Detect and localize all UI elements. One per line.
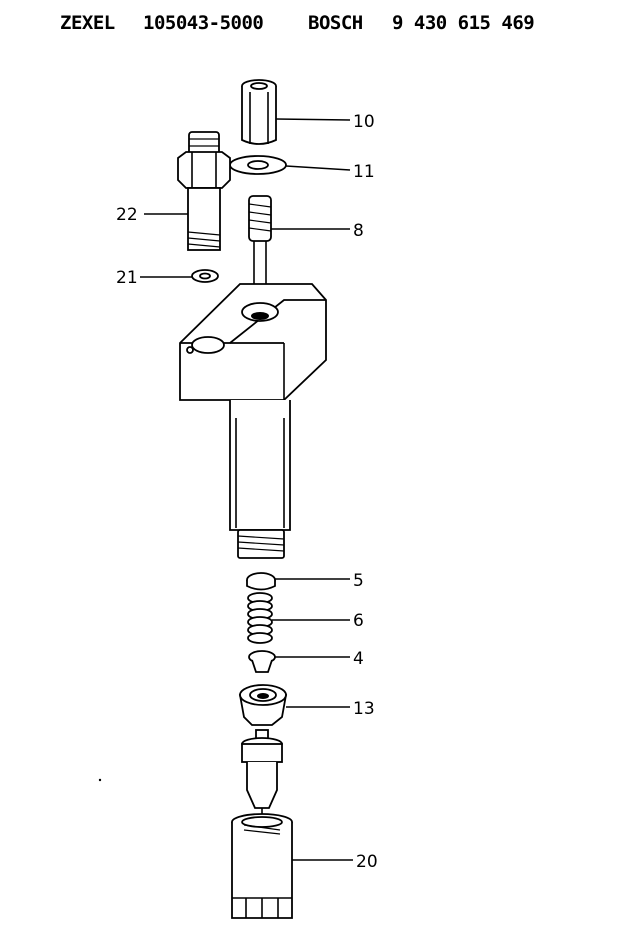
part-20-nozzle-nut xyxy=(231,813,293,919)
part-21-washer xyxy=(191,269,219,283)
part-22-inlet-connector xyxy=(177,131,231,251)
bosch-part-number: 9 430 615 469 xyxy=(392,12,535,34)
callout-8: 8 xyxy=(353,221,364,241)
part-10-cap-nut xyxy=(241,79,277,145)
part-5-shim xyxy=(246,572,276,591)
callout-6: 6 xyxy=(353,611,364,631)
part-8-push-rod xyxy=(248,195,272,318)
brand-zexel: ZEXEL xyxy=(60,12,115,34)
callout-11: 11 xyxy=(353,162,375,182)
callout-13: 13 xyxy=(353,699,375,719)
header: ZEXEL 105043-5000 BOSCH 9 430 615 469 xyxy=(0,12,624,40)
brand-bosch: BOSCH xyxy=(308,12,363,34)
part-6-spring xyxy=(247,592,273,644)
injector-body xyxy=(179,283,327,559)
callout-labels: 10 11 8 22 21 5 6 4 13 20 xyxy=(116,112,378,872)
callout-10: 10 xyxy=(353,112,375,132)
callout-5: 5 xyxy=(353,571,364,591)
callout-21: 21 xyxy=(116,268,138,288)
nozzle xyxy=(98,729,283,818)
callout-20: 20 xyxy=(356,852,378,872)
callout-22: 22 xyxy=(116,205,138,225)
part-4-spring-seat xyxy=(248,650,276,673)
leader-lines xyxy=(140,118,353,861)
callout-4: 4 xyxy=(353,649,364,669)
zexel-part-number: 105043-5000 xyxy=(143,12,264,34)
part-11-washer xyxy=(229,155,287,175)
part-13-intermediate-piece xyxy=(238,684,288,726)
